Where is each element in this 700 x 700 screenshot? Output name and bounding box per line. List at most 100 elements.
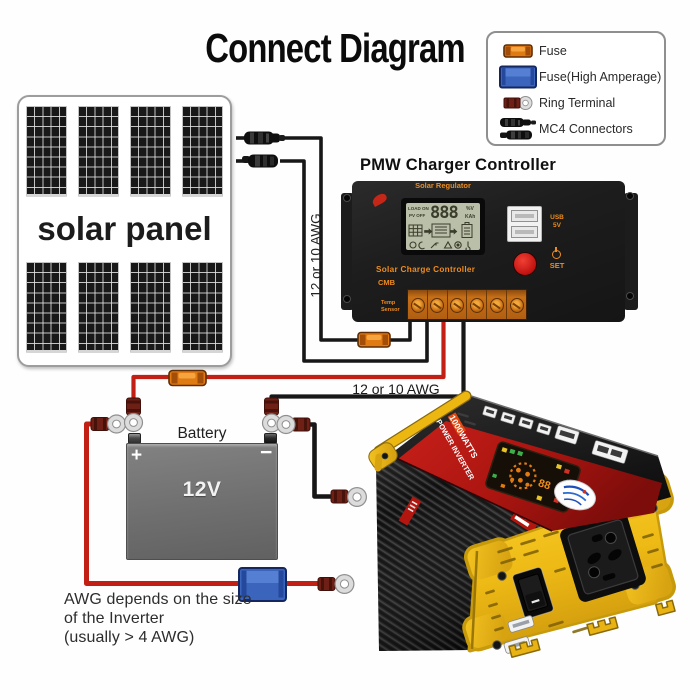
legend-item-fuse: Fuse xyxy=(497,38,664,64)
controller-flange-left xyxy=(341,193,354,310)
solar-panel-cell xyxy=(130,106,171,197)
solar-panel-cell xyxy=(130,262,171,353)
note-line-1: AWG depends on the size xyxy=(64,591,252,608)
terminal-cell xyxy=(507,290,526,319)
battery-inverter-negative-wire xyxy=(308,422,334,499)
controller-model-label: CMB xyxy=(378,278,396,287)
legend-item-label: Fuse xyxy=(539,44,567,58)
battery-minus-mark: − xyxy=(260,441,273,464)
controller-mount-hole xyxy=(626,292,634,300)
terminal-screw[interactable] xyxy=(430,297,445,313)
solar-panel-label: solar panel xyxy=(37,210,212,247)
fuse-battery-charge xyxy=(168,369,207,387)
terminal-cell xyxy=(448,290,468,319)
temp-label-text: Temp xyxy=(381,300,396,306)
usb-label-text: USB xyxy=(550,214,564,221)
solar-panel-cell xyxy=(26,262,67,353)
usb-tongue xyxy=(515,230,534,234)
mc4-connectors-icon xyxy=(497,116,539,142)
note-line-2: of the Inverter xyxy=(64,610,165,627)
controller-mount-hole xyxy=(343,295,351,303)
terminal-screw[interactable] xyxy=(410,297,425,313)
side-sticker-small xyxy=(398,496,422,526)
terminal-cell xyxy=(428,290,448,319)
legend-item-fuse-high-amperage: Fuse(High Amperage) xyxy=(497,64,664,90)
controller-flange-right xyxy=(624,193,638,310)
terminal-cell xyxy=(487,290,508,319)
lcd-load-status: LOAD ON xyxy=(408,206,429,211)
controller-lcd: LOAD ON PV OFF 888 %V KAh xyxy=(406,203,480,250)
pv-wire-awg-label: 12 or 10 AWG xyxy=(308,213,324,298)
terminal-cell xyxy=(408,290,428,319)
solar-panel-cell xyxy=(78,106,119,197)
inverter-usb-port xyxy=(507,615,535,633)
terminal-cell xyxy=(467,290,488,319)
controller-set-label: SET xyxy=(549,261,565,270)
legend-item-mc4-connectors: MC4 Connectors xyxy=(497,116,664,142)
mc4-connector-pv-positive xyxy=(244,131,285,145)
controller-battery-positive-wire xyxy=(131,318,446,400)
controller-top-label: Solar Regulator xyxy=(415,181,471,190)
inverter-top-face: 1000WATTS POWER INVERTER xyxy=(388,394,671,532)
lcd-unit-top: %V xyxy=(466,206,474,212)
solar-panel-cell xyxy=(182,262,223,353)
ring-terminal-icon xyxy=(497,94,539,112)
sensor-label-text: Sensor xyxy=(381,306,400,313)
battery-plus-mark: + xyxy=(131,445,143,466)
lcd-icons xyxy=(408,222,473,250)
inverter-back-rim xyxy=(368,390,472,472)
solar-panel-cell xyxy=(78,262,119,353)
controller-terminal-block xyxy=(407,289,527,320)
ring-terminals xyxy=(106,412,367,594)
legend-box: Fuse Fuse(High Amperage) xyxy=(486,31,666,146)
fuse-icon xyxy=(497,42,539,60)
legend-item-label: MC4 Connectors xyxy=(539,122,633,136)
usb-port[interactable] xyxy=(511,226,538,238)
usb-voltage-text: 5V xyxy=(553,222,561,229)
controller-set-button[interactable] xyxy=(513,252,537,276)
battery-label: Battery xyxy=(177,425,227,442)
solar-panel-cell xyxy=(182,106,223,197)
inverter-front-face xyxy=(462,471,676,658)
solar-panel-box: solar panel xyxy=(17,95,232,367)
ac-socket xyxy=(560,512,646,602)
inverter-sticker xyxy=(554,479,596,511)
terminal-screw[interactable] xyxy=(450,297,465,313)
usb-tongue xyxy=(515,214,534,218)
legend-item-label: Ring Terminal xyxy=(539,96,616,110)
lcd-pv-status: PV OFF xyxy=(409,213,426,218)
legend-item-label: Fuse(High Amperage) xyxy=(539,70,662,84)
power-switch xyxy=(512,566,554,620)
legend-item-ring-terminal: Ring Terminal xyxy=(497,90,664,116)
terminal-screw[interactable] xyxy=(489,297,504,313)
page-title: Connect Diagram xyxy=(205,25,465,71)
fuse-high-amperage xyxy=(238,567,287,602)
note-line-3: (usually > 4 AWG) xyxy=(64,629,195,646)
controller-mount-hole xyxy=(343,194,351,202)
fuse-pv xyxy=(357,331,391,348)
inverter-feet xyxy=(508,599,676,658)
terminal-screw[interactable] xyxy=(509,297,524,313)
svg-text:88: 88 xyxy=(537,477,552,492)
lcd-digits: 888 xyxy=(430,203,459,223)
usb-port[interactable] xyxy=(511,210,538,222)
controller-name-label: Solar Charge Controller xyxy=(376,265,476,274)
fuse-high-amperage-icon xyxy=(497,65,539,89)
terminal-screw[interactable] xyxy=(469,297,484,313)
battery-voltage: 12V xyxy=(182,478,222,501)
controller-title: PMW Charger Controller xyxy=(360,156,556,174)
battery: + − 12V xyxy=(126,441,278,560)
pv-positive-wire xyxy=(282,136,412,342)
controller-usb-ports xyxy=(507,206,542,242)
battery-wire-awg-label: 12 or 10 AWG xyxy=(352,381,440,397)
pv-negative-wire xyxy=(280,159,429,363)
mc4-connector-pv-negative xyxy=(242,154,278,168)
solar-panel-cell xyxy=(26,106,67,197)
controller-mount-hole xyxy=(626,192,634,200)
lcd-unit-bottom: KAh xyxy=(465,214,476,220)
